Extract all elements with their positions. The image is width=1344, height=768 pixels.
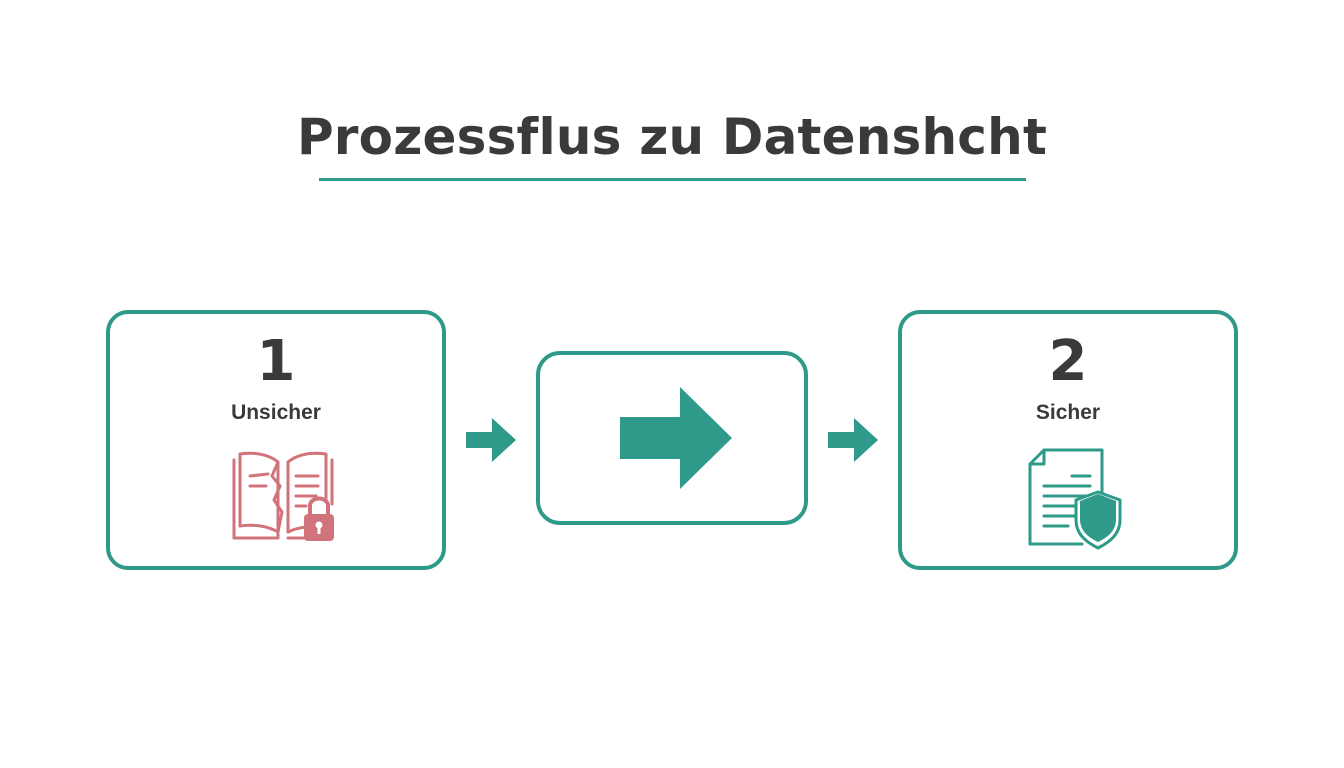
step-number: 2 <box>1048 329 1088 394</box>
broken-book-lock-icon <box>232 451 334 541</box>
document-shield-icon <box>1028 448 1122 550</box>
large-arrow-right-icon <box>620 387 732 489</box>
transition-box <box>536 351 808 525</box>
step-box-unsicher: 1 Unsicher <box>106 310 446 570</box>
diagram-title: Prozessflus zu Datenshcht <box>296 108 1048 166</box>
step-label: Unsicher <box>231 401 321 424</box>
title-underline <box>319 178 1026 181</box>
arrow-right-icon <box>828 418 878 462</box>
arrow-right-icon <box>466 418 516 462</box>
step-label: Sicher <box>1035 401 1101 424</box>
step-number: 1 <box>256 329 296 394</box>
step-box-sicher: 2 Sicher <box>898 310 1238 570</box>
